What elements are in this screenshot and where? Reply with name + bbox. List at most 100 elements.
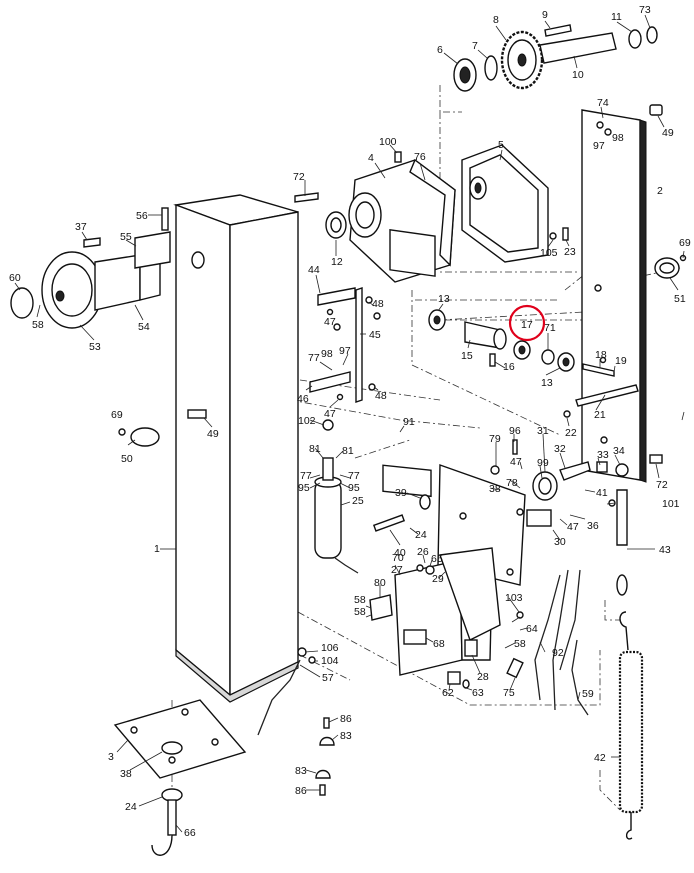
callout-77-left: 77 bbox=[300, 470, 312, 482]
clamp-83a bbox=[319, 736, 335, 746]
bolt-37 bbox=[83, 237, 101, 248]
rod-45 bbox=[355, 287, 363, 403]
screw-63 bbox=[462, 679, 470, 689]
callout-30: 30 bbox=[554, 536, 566, 548]
eye-34 bbox=[615, 463, 629, 477]
callout-42: 42 bbox=[594, 752, 606, 764]
mid-brackets bbox=[309, 287, 376, 403]
callout-13-right: 13 bbox=[541, 377, 553, 389]
callout-40: 40 bbox=[394, 547, 406, 559]
callout-28: 28 bbox=[477, 671, 489, 683]
callout-18: 18 bbox=[595, 349, 607, 361]
callout-34: 34 bbox=[613, 445, 625, 457]
callout-92: 92 bbox=[552, 647, 564, 659]
block-36 bbox=[526, 509, 552, 527]
callout-10: 10 bbox=[572, 69, 584, 81]
column-left-face bbox=[175, 203, 231, 697]
callout-25: 25 bbox=[352, 495, 364, 507]
spring-assembly bbox=[618, 611, 644, 840]
callout-59: 59 bbox=[582, 688, 594, 700]
callout-38-base: 38 bbox=[120, 768, 132, 780]
block-68 bbox=[403, 629, 427, 645]
screw-103 bbox=[516, 611, 524, 619]
callout-3: 3 bbox=[108, 751, 114, 763]
capacitor-25 bbox=[314, 479, 342, 559]
callout-86-top: 86 bbox=[340, 713, 352, 725]
pin-18 bbox=[582, 363, 615, 377]
screw-106 bbox=[297, 647, 307, 657]
bracket-54 bbox=[94, 254, 141, 311]
spacer-39 bbox=[419, 494, 431, 510]
callout-104: 104 bbox=[321, 655, 339, 667]
callout-58-b: 58 bbox=[354, 606, 366, 618]
ring-7 bbox=[484, 55, 498, 81]
callout-32: 32 bbox=[554, 443, 566, 455]
callout-81-right: 81 bbox=[342, 445, 354, 457]
nut-38 bbox=[161, 741, 183, 755]
callout-48-upper: 48 bbox=[372, 298, 384, 310]
callout-47-upper: 47 bbox=[324, 316, 336, 328]
plate-44 bbox=[317, 287, 356, 306]
callout-49-top: 49 bbox=[662, 127, 674, 139]
right-bar-assembly bbox=[581, 104, 687, 483]
callout-64: 64 bbox=[526, 623, 538, 635]
callout-6: 6 bbox=[437, 44, 443, 56]
callout-4: 4 bbox=[368, 152, 374, 164]
callout-98-mid: 98 bbox=[321, 348, 333, 360]
callout-76: 76 bbox=[414, 151, 426, 163]
callout-78: 78 bbox=[506, 477, 518, 489]
bolt-72b bbox=[649, 454, 663, 464]
callout-48-mid: 48 bbox=[375, 390, 387, 402]
callout-51: 51 bbox=[674, 293, 686, 305]
callout-56: 56 bbox=[136, 210, 148, 222]
plate-55 bbox=[134, 231, 171, 269]
callout-22: 22 bbox=[565, 427, 577, 439]
callout-39: 39 bbox=[395, 487, 407, 499]
shaft-10 bbox=[539, 32, 617, 64]
callout-49-left: 49 bbox=[207, 428, 219, 440]
callout-101: 101 bbox=[662, 498, 680, 510]
nut-79 bbox=[490, 465, 500, 475]
anchor-66 bbox=[167, 799, 177, 836]
callout-36: 36 bbox=[587, 520, 599, 532]
callout-75: 75 bbox=[503, 687, 515, 699]
lever-32 bbox=[559, 461, 591, 481]
callout-77-mid: 77 bbox=[308, 352, 320, 364]
electrical-box bbox=[369, 547, 501, 689]
bolt-72 bbox=[294, 192, 319, 203]
control-board-assembly bbox=[372, 454, 663, 596]
block-28 bbox=[464, 639, 478, 657]
callout-47-right: 47 bbox=[510, 456, 522, 468]
spring-42 bbox=[618, 650, 644, 814]
callout-11: 11 bbox=[611, 11, 622, 23]
screw-86b bbox=[319, 784, 326, 796]
callout-103: 103 bbox=[505, 592, 523, 604]
callout-68: 68 bbox=[433, 638, 445, 650]
callout-97-mid: 97 bbox=[339, 345, 351, 357]
callout-labels: 8 9 11 73 6 7 10 74 98 97 49 100 4 76 5 … bbox=[9, 4, 691, 839]
callout-81-left: 81 bbox=[309, 443, 321, 455]
callout-62: 62 bbox=[442, 687, 454, 699]
callout-79: 79 bbox=[489, 433, 501, 445]
turnbuckle-43 bbox=[616, 489, 628, 546]
plate-46 bbox=[309, 371, 351, 393]
callout-58-a: 58 bbox=[354, 594, 366, 606]
callout-9: 9 bbox=[542, 9, 548, 21]
connector-75 bbox=[506, 657, 524, 679]
callout-13-left: 13 bbox=[438, 293, 450, 305]
callout-5: 5 bbox=[498, 139, 504, 151]
base-assembly bbox=[113, 699, 247, 856]
part-33 bbox=[596, 461, 608, 473]
callout-58-left: 58 bbox=[32, 319, 44, 331]
callout-66: 66 bbox=[184, 827, 196, 839]
washer-105 bbox=[549, 232, 557, 240]
disc-60 bbox=[10, 287, 34, 319]
callout-43: 43 bbox=[659, 544, 671, 556]
callout-100: 100 bbox=[379, 136, 397, 148]
leader-lines bbox=[14, 14, 685, 833]
callout-97-top: 97 bbox=[593, 140, 605, 152]
callout-83-bottom: 83 bbox=[295, 765, 307, 777]
callout-98-top: 98 bbox=[612, 132, 624, 144]
callout-74: 74 bbox=[597, 97, 609, 109]
